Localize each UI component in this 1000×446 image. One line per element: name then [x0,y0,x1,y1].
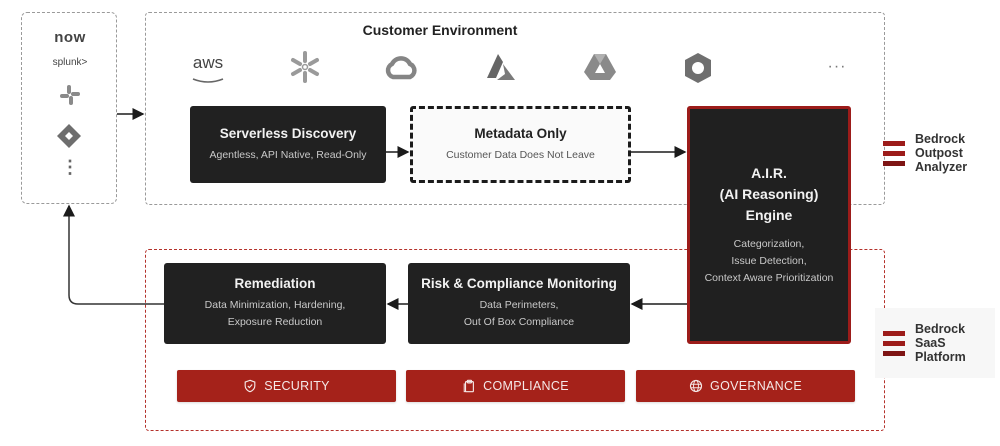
legend-line: Bedrock [915,132,966,146]
compliance-pillar-label: COMPLIANCE [483,379,569,393]
air-engine-box[interactable]: A.I.R. (AI Reasoning) Engine Categorizat… [687,106,851,344]
jira-icon [57,124,81,148]
snowflake-icon [291,51,319,83]
customer-environment-zone [145,12,885,205]
compliance-pillar-button[interactable]: COMPLIANCE [406,370,625,402]
risk-subtitle-line: Data Perimeters, [479,299,559,311]
bedrock-logo-icon [883,330,905,356]
microsoft-365-icon [685,53,711,83]
air-title-line: A.I.R. [751,165,787,181]
shield-check-icon [244,379,256,393]
serverless-discovery-subtitle: Agentless, API Native, Read-Only [209,148,367,161]
remediation-subtitle-line: Exposure Reduction [227,316,323,328]
remediation-subtitle-line: Data Minimization, Hardening, [204,299,346,311]
legend-line: Platform [915,350,966,364]
risk-compliance-title: Risk & Compliance Monitoring [421,276,617,291]
metadata-only-box[interactable]: Metadata Only Customer Data Does Not Lea… [410,106,631,183]
serverless-discovery-title: Serverless Discovery [219,125,357,141]
bedrock-outpost-text: Bedrock Outpost Analyzer [915,132,967,174]
clipboard-icon [463,379,475,393]
slack-icon [60,85,80,105]
risk-compliance-box[interactable]: Risk & Compliance Monitoring Data Perime… [408,263,630,344]
servicenow-logo: now [54,28,86,46]
globe-icon [689,379,703,393]
air-title-line: (AI Reasoning) [719,186,819,202]
remediation-subtitle: Data Minimization, Hardening, Exposure R… [205,297,346,331]
integrations-panel [21,12,117,204]
aws-smile-icon [192,78,224,83]
governance-pillar-label: GOVERNANCE [710,379,802,393]
google-cloud-icon [385,56,417,80]
security-pillar-button[interactable]: SECURITY [177,370,396,402]
arrow-remediation-to-integrations [63,204,164,305]
air-engine-details: Categorization, Issue Detection, Context… [705,236,834,287]
air-detail-line: Issue Detection, [731,255,807,267]
more-clouds-icon: ··· [827,58,847,75]
bedrock-logo-icon [883,140,905,166]
remediation-title: Remediation [234,276,316,291]
legend-line: Bedrock [915,322,966,336]
bedrock-saas-platform-label: Bedrock SaaS Platform [875,308,995,378]
legend-line: SaaS [915,336,946,350]
bedrock-saas-text: Bedrock SaaS Platform [915,322,966,364]
governance-pillar-button[interactable]: GOVERNANCE [636,370,855,402]
air-detail-line: Categorization, [733,238,805,250]
remediation-box[interactable]: Remediation Data Minimization, Hardening… [164,263,386,344]
risk-compliance-subtitle: Data Perimeters, Out Of Box Compliance [464,297,574,331]
metadata-only-title: Metadata Only [474,125,567,141]
serverless-discovery-box[interactable]: Serverless Discovery Agentless, API Nati… [190,106,386,183]
metadata-only-subtitle: Customer Data Does Not Leave [446,148,595,161]
aws-logo: aws [188,53,228,89]
aws-logo-text: aws [192,53,224,72]
google-drive-icon [584,54,616,80]
splunk-logo: splunk> [52,56,88,68]
risk-subtitle-line: Out Of Box Compliance [463,316,575,328]
customer-environment-title: Customer Environment [362,22,518,38]
air-detail-line: Context Aware Prioritization [704,272,834,284]
legend-line: Outpost [915,146,963,160]
more-integrations-icon: ⋮ [61,157,79,177]
air-title-line: Engine [745,207,793,223]
legend-line: Analyzer [915,160,968,174]
air-engine-title: A.I.R. (AI Reasoning) Engine [720,163,819,226]
azure-icon [487,54,515,80]
bedrock-outpost-analyzer-label: Bedrock Outpost Analyzer [883,132,967,174]
security-pillar-label: SECURITY [264,379,330,393]
